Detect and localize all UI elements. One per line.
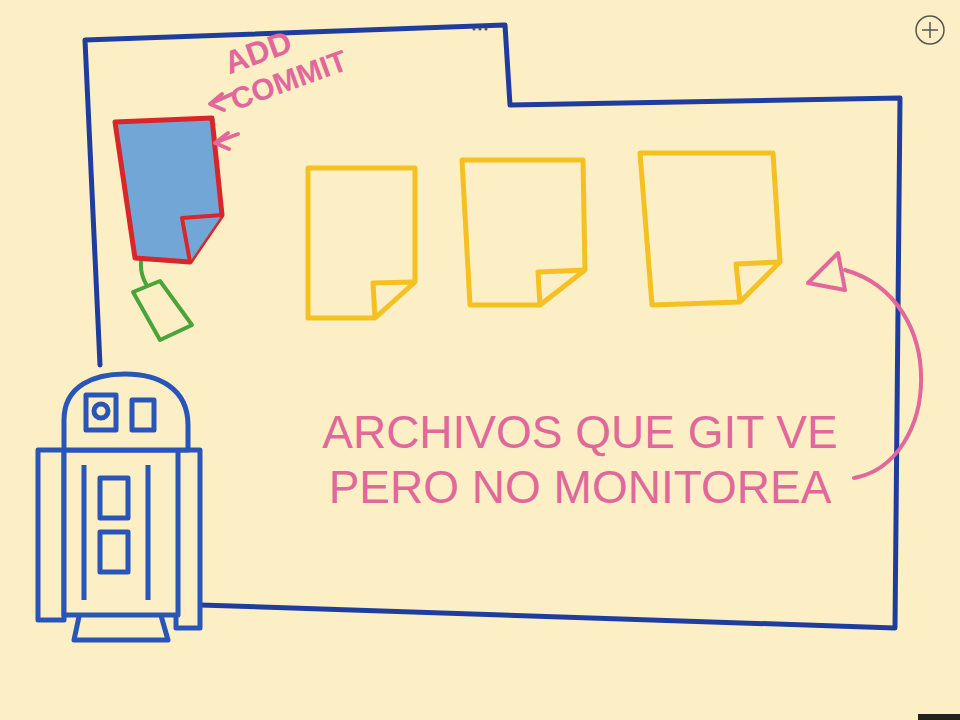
- folder-outline: [85, 25, 900, 628]
- callout-note: ARCHIVOS QUE GIT VE PERO NO MONITOREA: [310, 405, 850, 515]
- tab-dots: [472, 27, 487, 30]
- add-button-icon: [916, 16, 944, 44]
- corner-bar: [918, 714, 960, 720]
- untracked-files: [308, 153, 780, 318]
- tracked-file: [115, 118, 222, 340]
- robot-figure: [38, 374, 200, 640]
